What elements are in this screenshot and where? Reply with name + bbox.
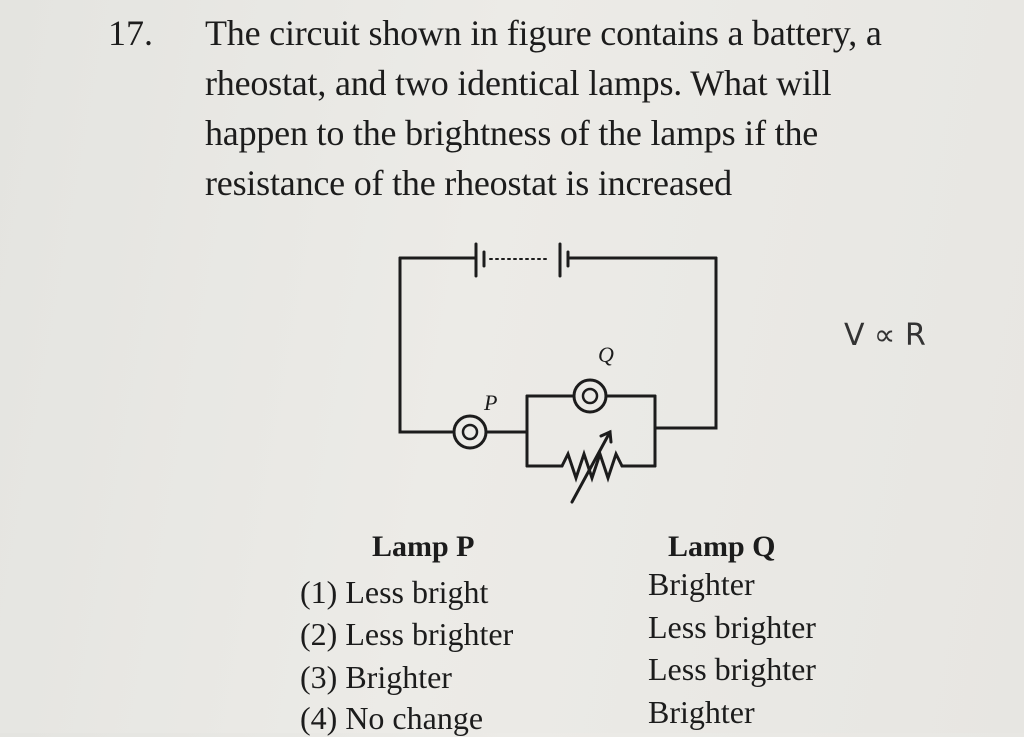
lamp-p-symbol: [452, 414, 488, 450]
option-2-lamp-p[interactable]: (2) Less brighter: [300, 616, 514, 652]
lamp-q-symbol: [572, 378, 608, 414]
question-line-2: rheostat, and two identical lamps. What …: [205, 63, 832, 103]
option-3-lamp-p[interactable]: (3) Brighter: [300, 659, 452, 695]
option-4-lamp-p[interactable]: (4) No change: [300, 700, 484, 736]
option-1-lamp-q: Brighter: [648, 566, 755, 602]
question-line-4: resistance of the rheostat is increased: [205, 163, 732, 203]
option-1-lamp-p[interactable]: (1) Less bright: [300, 574, 489, 610]
option-4-lamp-q: Brighter: [648, 694, 755, 730]
wire-right: [653, 256, 718, 430]
lamp-q-label: Q: [598, 342, 614, 367]
rheostat-zigzag: [560, 449, 624, 483]
lamp-p-label: P: [483, 390, 497, 415]
option-3-lamp-q: Less brighter: [648, 651, 816, 687]
option-2-lamp-q: Less brighter: [648, 609, 816, 645]
question-line-1: The circuit shown in figure contains a b…: [205, 13, 882, 53]
rheostat-arrow: [570, 430, 612, 504]
header-lamp-p: Lamp P: [372, 530, 475, 563]
header-lamp-q: Lamp Q: [668, 530, 776, 563]
wire-left: [398, 256, 454, 434]
question-line-3: happen to the brightness of the lamps if…: [205, 113, 819, 153]
handwritten-note: V ∝ R: [844, 318, 926, 353]
question-number: 17.: [108, 13, 153, 53]
